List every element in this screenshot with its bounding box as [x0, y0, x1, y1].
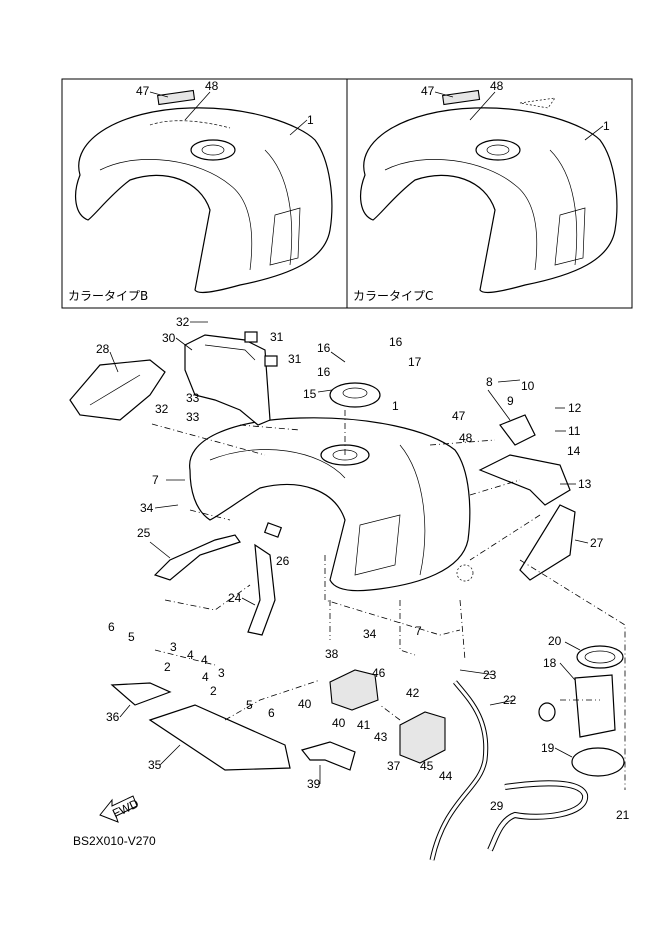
callout-19: 19	[541, 741, 555, 755]
callout-1-c: 1	[603, 119, 610, 133]
callout-16: 16	[317, 365, 331, 379]
fwd-label: FWD	[110, 796, 141, 820]
inset-b-caption: カラータイプB	[68, 289, 148, 303]
drawing-code: BS2X010-V270	[73, 834, 156, 848]
inset-color-type-b: カラータイプB 47 48 1	[61, 78, 348, 309]
callout-42: 42	[406, 686, 420, 700]
callout-40: 40	[332, 716, 346, 730]
callout-4: 4	[187, 648, 194, 662]
callout-18: 18	[543, 656, 557, 670]
callout-21: 21	[616, 808, 630, 822]
callout-4: 4	[202, 670, 209, 684]
callout-26: 26	[276, 554, 290, 568]
callout-33: 33	[186, 391, 200, 405]
callout-2: 2	[164, 660, 171, 674]
callout-36: 36	[106, 710, 120, 724]
callout-29: 29	[490, 799, 504, 813]
callout-17: 17	[408, 355, 422, 369]
callout-10: 10	[521, 379, 535, 393]
callout-23: 23	[483, 668, 497, 682]
callout-5: 5	[246, 698, 253, 712]
callout-3: 3	[170, 640, 177, 654]
callout-33: 33	[186, 410, 200, 424]
callout-48-c: 48	[490, 79, 504, 93]
callout-34: 34	[363, 627, 377, 641]
callout-7: 7	[152, 473, 159, 487]
callout-34: 34	[140, 501, 154, 515]
callout-1-b: 1	[307, 113, 314, 127]
callout-48-b: 48	[205, 79, 219, 93]
callout-11: 11	[568, 424, 581, 438]
callout-7: 7	[415, 624, 422, 638]
callout-8: 8	[486, 375, 493, 389]
callout-47-c: 47	[421, 84, 435, 98]
callout-6: 6	[268, 706, 275, 720]
callout-45: 45	[420, 759, 434, 773]
inset-color-type-c: カラータイプC 47 48 1	[346, 78, 633, 309]
callout-27: 27	[590, 536, 604, 550]
callout-30: 30	[162, 331, 176, 345]
callout-1: 1	[392, 399, 399, 413]
callout-5: 5	[128, 630, 135, 644]
callout-38: 38	[325, 647, 339, 661]
callout-44: 44	[439, 769, 453, 783]
callout-15: 15	[303, 387, 317, 401]
callout-47: 47	[452, 409, 466, 423]
inset-c-caption: カラータイプC	[353, 289, 433, 303]
callout-25: 25	[137, 526, 151, 540]
callout-37: 37	[387, 759, 401, 773]
callout-14: 14	[567, 444, 581, 458]
callout-24: 24	[228, 591, 242, 605]
callout-47-b: 47	[136, 84, 150, 98]
callout-41: 41	[357, 718, 371, 732]
callout-9: 9	[507, 394, 514, 408]
callout-35: 35	[148, 758, 162, 772]
callout-40: 40	[298, 697, 312, 711]
callout-32: 32	[155, 402, 169, 416]
callout-2: 2	[210, 684, 217, 698]
callout-39: 39	[307, 777, 321, 791]
callout-22: 22	[503, 693, 517, 707]
callout-32: 32	[176, 315, 190, 329]
callout-46: 46	[372, 666, 386, 680]
callout-31: 31	[270, 330, 284, 344]
callout-43: 43	[374, 730, 388, 744]
main-exploded-view: 32 30 31 31 28 16 16 16 17 15 1 8 10 9 1…	[69, 315, 630, 861]
callout-31: 31	[288, 352, 302, 366]
callout-3: 3	[218, 666, 225, 680]
callout-16: 16	[317, 341, 331, 355]
callout-28: 28	[96, 342, 110, 356]
callout-12: 12	[568, 401, 582, 415]
callout-48: 48	[459, 431, 473, 445]
fuel-tank	[189, 417, 471, 592]
callout-20: 20	[548, 634, 562, 648]
callout-13: 13	[578, 477, 592, 491]
callout-16: 16	[389, 335, 403, 349]
callout-6: 6	[108, 620, 115, 634]
fwd-arrow: FWD	[99, 795, 141, 823]
callout-4: 4	[201, 653, 208, 667]
